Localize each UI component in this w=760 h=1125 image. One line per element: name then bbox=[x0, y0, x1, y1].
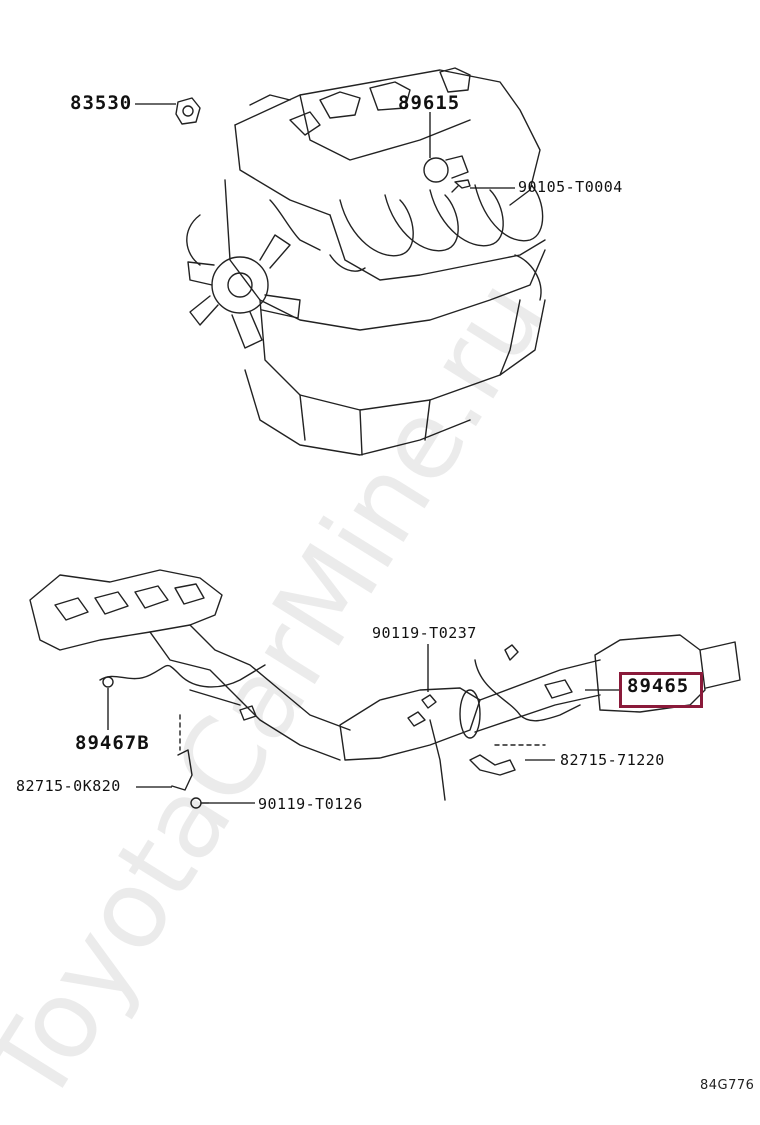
part-label-82715-71220[interactable]: 82715-71220 bbox=[560, 751, 665, 769]
part-label-89615[interactable]: 89615 bbox=[398, 92, 461, 114]
highlight-box-89465 bbox=[619, 672, 703, 708]
part-label-90119-t0126[interactable]: 90119-T0126 bbox=[258, 795, 363, 813]
part-label-90119-t0237[interactable]: 90119-T0237 bbox=[372, 624, 477, 642]
part-label-89465[interactable]: 89465 bbox=[627, 675, 690, 697]
part-label-89467b[interactable]: 89467B bbox=[75, 732, 150, 754]
diagram-code: 84G776 bbox=[700, 1078, 755, 1093]
part-label-90105-t0004[interactable]: 90105-T0004 bbox=[518, 178, 623, 196]
part-label-82715-0k820[interactable]: 82715-0K820 bbox=[16, 777, 121, 795]
part-label-83530[interactable]: 83530 bbox=[70, 92, 133, 114]
